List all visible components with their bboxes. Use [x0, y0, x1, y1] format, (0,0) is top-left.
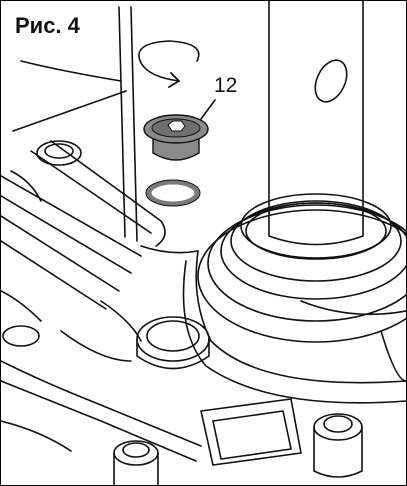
lower-housing — [1, 290, 202, 462]
bearing-assembly — [197, 193, 406, 343]
plug-screw — [143, 114, 209, 161]
right-housing — [300, 300, 406, 382]
bolt-top-left — [36, 140, 82, 166]
callout-leader-line — [200, 99, 216, 120]
sealing-washer — [145, 179, 201, 207]
bolt-left-middle — [2, 325, 40, 347]
figure-label: Рис. 4 — [15, 13, 80, 38]
bolt-bottom-left — [113, 440, 159, 485]
left-rail — [1, 140, 166, 310]
bolt-bottom-right — [313, 413, 363, 478]
square-port — [200, 398, 302, 466]
housing-panel — [10, 6, 138, 242]
boss-fitting — [136, 316, 210, 370]
rotation-arrow-icon — [138, 40, 200, 88]
callout-number: 12 — [214, 74, 238, 97]
shaft — [268, 1, 364, 246]
housing-dome — [140, 245, 406, 404]
